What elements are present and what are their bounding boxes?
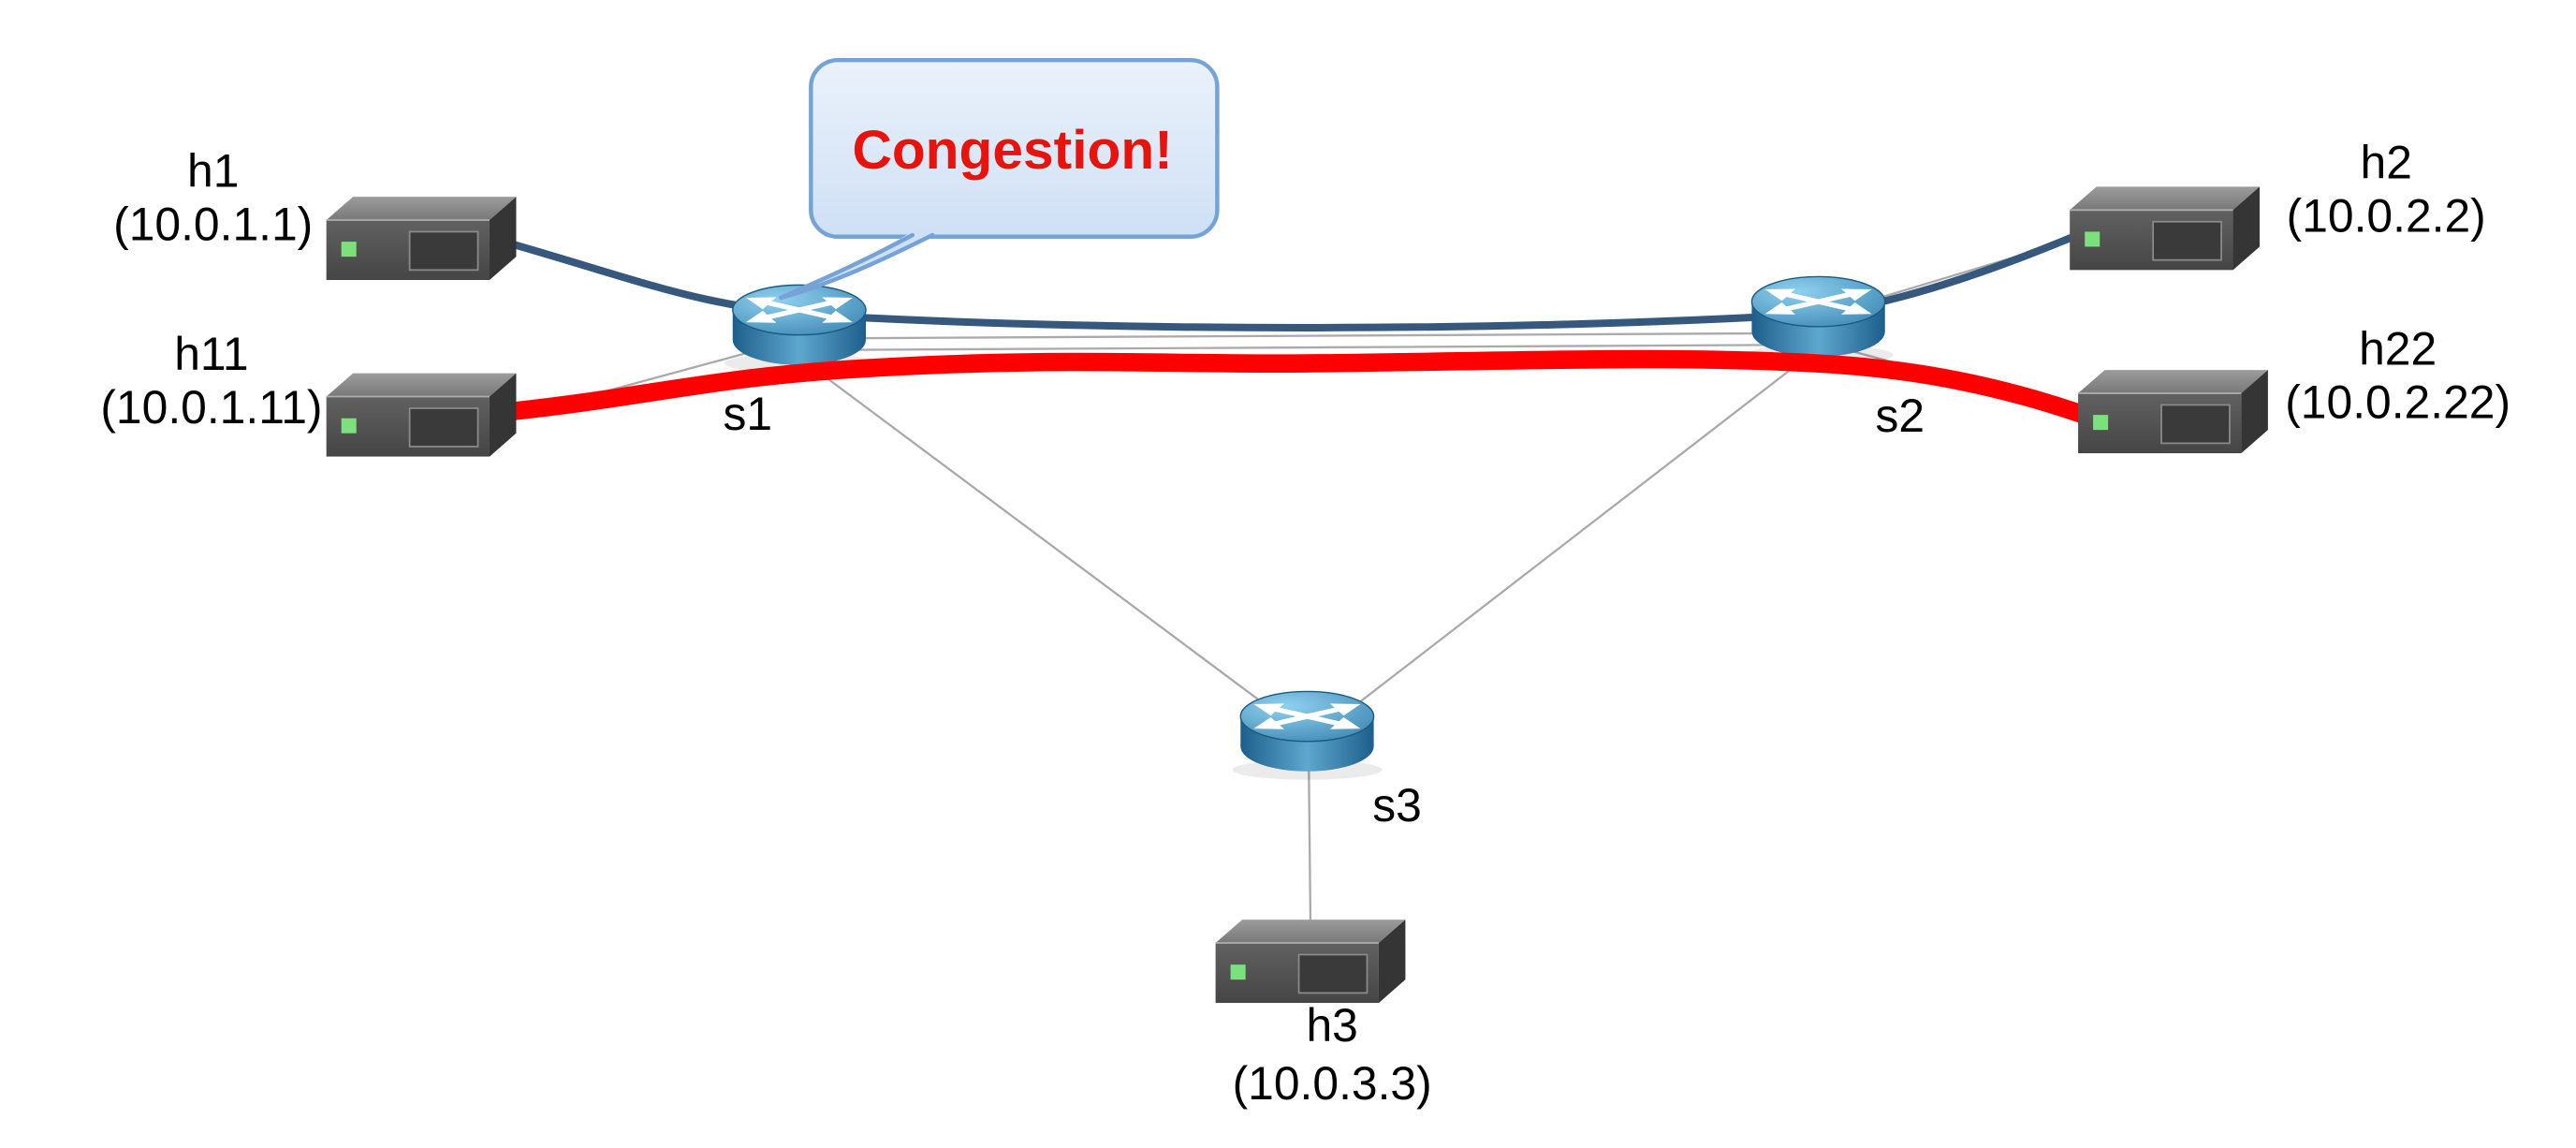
host-h2 [2069, 185, 2261, 272]
h3-ip-label: (10.0.3.3) [1233, 1057, 1432, 1110]
s2-label: s2 [1875, 390, 1925, 442]
h2-ip-label: (10.0.2.2) [2287, 189, 2486, 242]
h3-name-label: h3 [1306, 999, 1357, 1052]
host-h1-icon [325, 196, 518, 281]
congestion-bubble: Congestion! [778, 57, 1220, 301]
link-s1-s2-a [836, 331, 1776, 340]
s1-label: s1 [723, 388, 772, 440]
h11-name-label: h11 [174, 328, 248, 380]
h22-name-label: h22 [2359, 323, 2437, 375]
h22-ip-label: (10.0.2.22) [2285, 376, 2510, 429]
host-h22 [2077, 369, 2269, 454]
s3-label: s3 [1372, 779, 1422, 832]
flow-normal-path [505, 229, 2086, 331]
h1-name-label: h1 [187, 144, 239, 197]
h11-ip-label: (10.0.1.11) [100, 381, 322, 434]
bubble-body [809, 57, 1220, 239]
h1-ip-label: (10.0.1.1) [113, 198, 313, 250]
link-s2-s3 [1323, 352, 1813, 731]
host-h2-icon [2069, 185, 2261, 272]
flow-congested-path [500, 349, 2108, 430]
labels-layer: h1 (10.0.1.1) h11 (10.0.1.11) h2 (10.0.2… [100, 137, 2510, 1111]
host-h1 [325, 196, 518, 281]
link-s1-s3 [801, 359, 1300, 731]
host-h3-icon [1214, 919, 1407, 1004]
switch-s2-icon [1744, 276, 1894, 364]
host-h11-icon [325, 372, 518, 458]
host-h3 [1214, 919, 1407, 1004]
host-h22-icon [2077, 369, 2269, 454]
link-s3-h3 [1308, 766, 1312, 923]
switch-s3-icon [1232, 691, 1382, 779]
host-h11 [325, 372, 518, 458]
link-s1-s2-b [836, 344, 1776, 351]
congestion-label: Congestion! [852, 120, 1172, 181]
h2-name-label: h2 [2361, 137, 2412, 189]
switch-s2 [1744, 276, 1894, 364]
bubble-tail-outline [778, 232, 935, 301]
switch-s3 [1232, 691, 1382, 779]
